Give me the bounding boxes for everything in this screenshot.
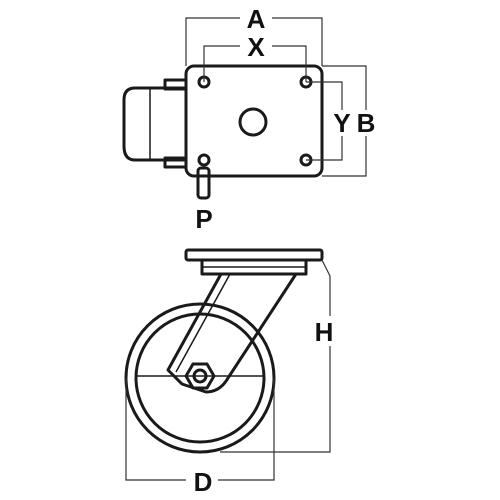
label-d: D: [194, 467, 213, 497]
label-h: H: [315, 317, 334, 347]
dimension-y: Y: [306, 81, 351, 161]
lock-tab-bottom: [163, 156, 188, 169]
kingpin-hole: [238, 107, 268, 137]
bolt-hole-bottom-left: [197, 153, 211, 167]
dimension-a: A: [185, 4, 323, 66]
label-a: A: [247, 4, 266, 34]
label-p: P: [195, 204, 212, 234]
top-view: [122, 64, 324, 200]
swivel-lock-body: [122, 86, 188, 162]
dimension-h: H: [220, 259, 334, 453]
label-b: B: [357, 108, 376, 138]
dimension-b: B: [322, 65, 376, 177]
dimension-x: X: [203, 32, 307, 82]
label-y: Y: [333, 108, 350, 138]
lock-tab-top: [163, 78, 188, 91]
wheel-core: [134, 312, 266, 444]
brake-pedal-stem: [196, 166, 211, 200]
label-x: X: [247, 32, 265, 62]
dimension-d: D: [125, 378, 275, 497]
side-view: [124, 248, 324, 454]
wheel-tire: [124, 302, 276, 454]
top-plate: [184, 64, 324, 178]
